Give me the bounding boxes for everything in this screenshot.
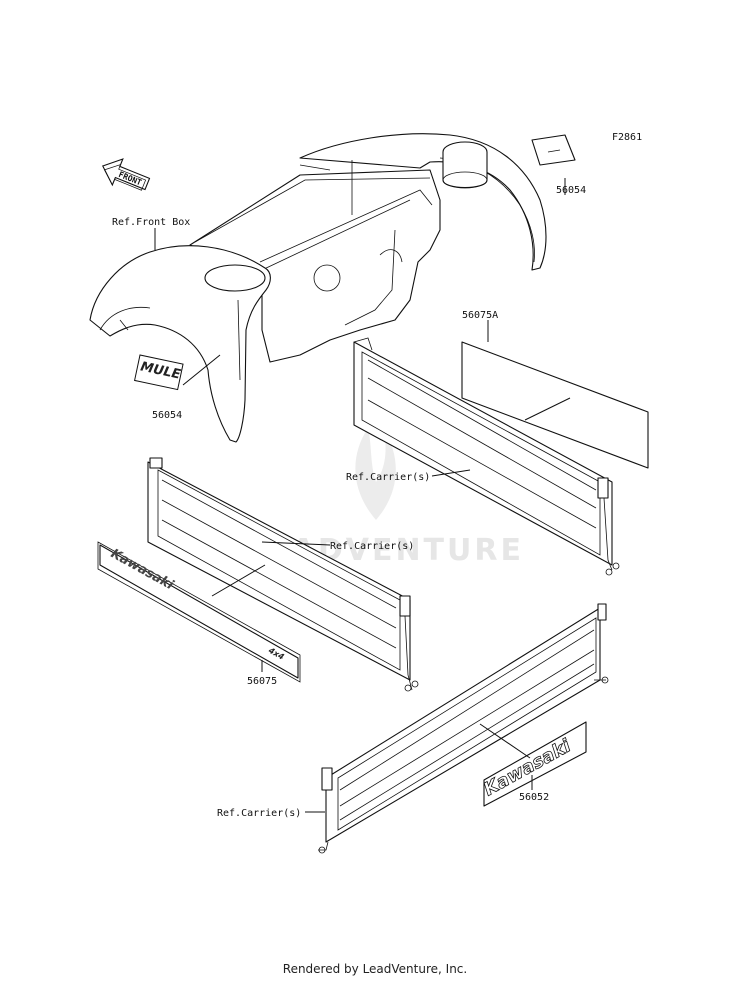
label-56075: 56075: [247, 676, 277, 687]
diagram-code: F2861: [612, 132, 642, 143]
mule-logo-decal: MULE: [134, 354, 184, 391]
front-arrow-icon: FRONT: [101, 158, 151, 191]
label-56052: 56052: [519, 792, 549, 803]
label-56075A: 56075A: [462, 310, 498, 321]
decal-56054-top: [531, 134, 576, 166]
kawasaki-tail-text: Kawasaki: [480, 735, 575, 800]
carrier-panel-right: [353, 337, 620, 576]
label-ref-front-box: Ref.Front Box: [112, 217, 190, 228]
footer-credit: Rendered by LeadVenture, Inc.: [282, 962, 468, 976]
front-box-assembly: [89, 133, 566, 443]
label-ref-carrier-3: Ref.Carrier(s): [217, 808, 301, 819]
label-ref-carrier-2: Ref.Carrier(s): [330, 541, 414, 552]
label-56054-left: 56054: [152, 410, 182, 421]
label-56054-top: 56054: [556, 185, 586, 196]
tailgate-panel: [318, 603, 609, 854]
label-ref-carrier-1: Ref.Carrier(s): [346, 472, 430, 483]
carrier-panel-left: [147, 457, 419, 692]
decal-56075A: [461, 320, 649, 469]
